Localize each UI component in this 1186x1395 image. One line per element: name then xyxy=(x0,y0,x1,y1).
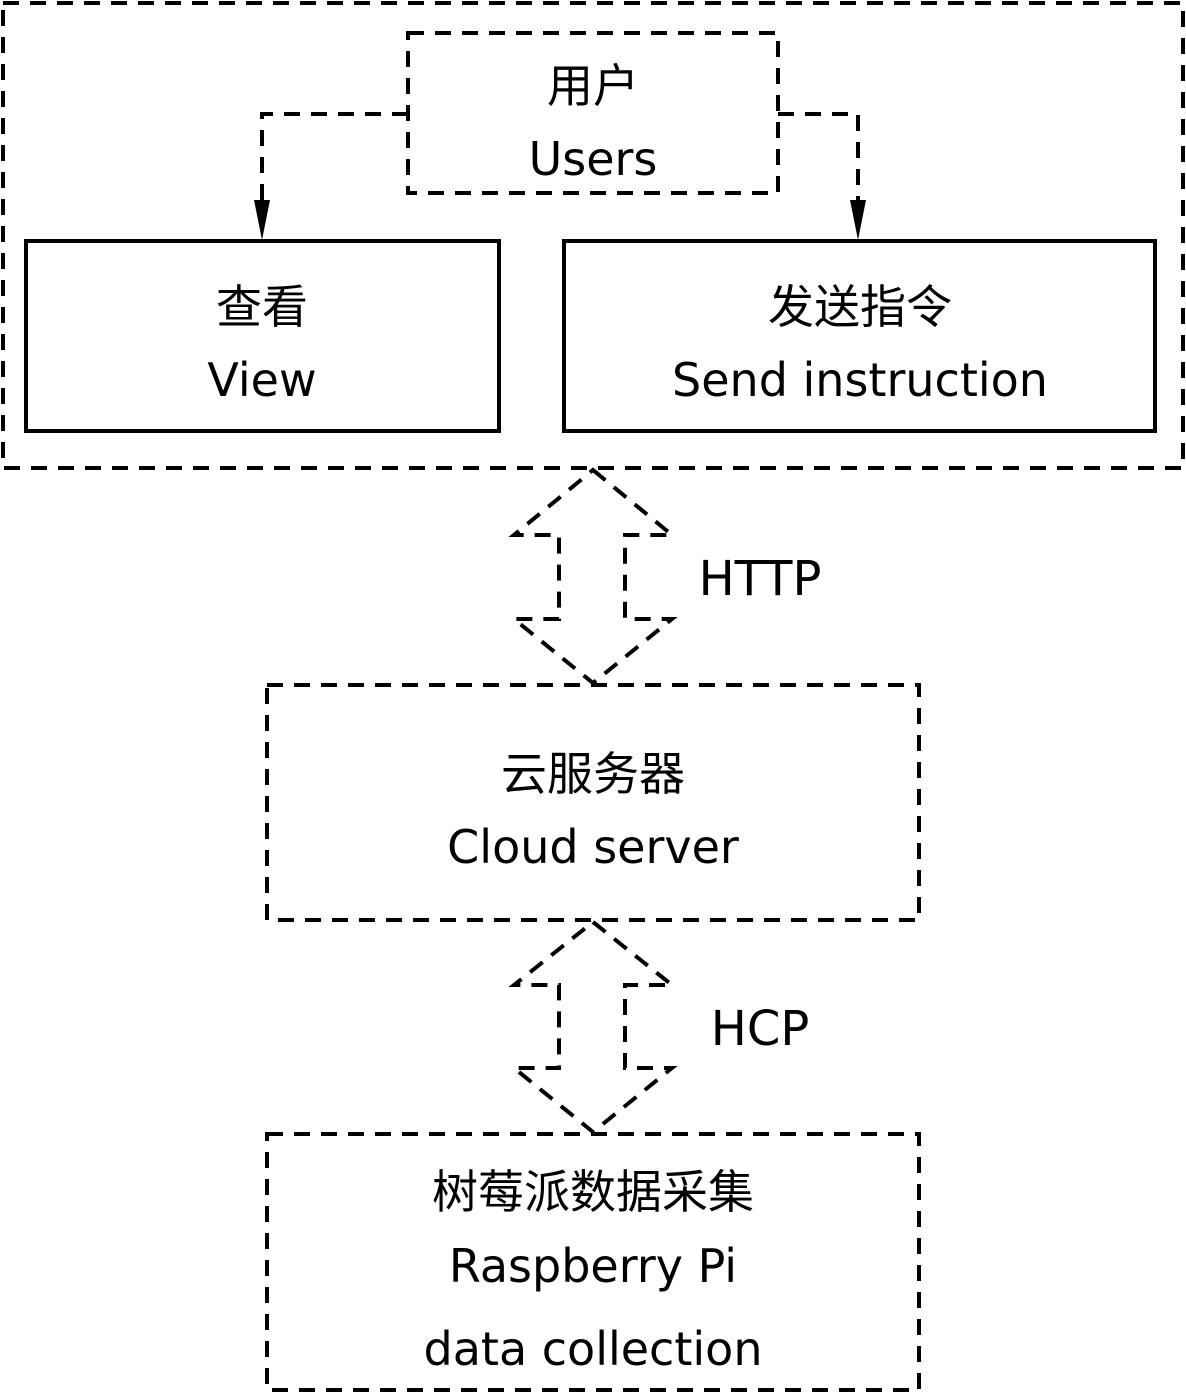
pi-label-zh: 树莓派数据采集 xyxy=(432,1165,754,1219)
send-instruction-node: 发送指令 Send instruction xyxy=(562,239,1157,433)
view-node: 查看 View xyxy=(24,239,501,433)
pi-label-en-line2: data collection xyxy=(424,1322,763,1376)
pi-label-en-line1: Raspberry Pi xyxy=(449,1239,737,1293)
hcp-label: HCP xyxy=(711,1001,810,1057)
arrow-users-to-send xyxy=(778,112,866,240)
users-node: 用户 Users xyxy=(406,31,780,195)
view-label-en: View xyxy=(207,353,316,407)
users-label-en: Users xyxy=(529,132,658,186)
server-label-zh: 云服务器 xyxy=(501,747,685,801)
send-label-zh: 发送指令 xyxy=(768,280,952,334)
view-label-zh: 查看 xyxy=(216,280,308,334)
hcp-double-arrow: HCP xyxy=(508,919,810,1135)
users-label-zh: 用户 xyxy=(547,59,639,113)
http-double-arrow: HTTP xyxy=(508,467,822,686)
arrow-users-to-view xyxy=(254,112,408,240)
http-label: HTTP xyxy=(699,551,822,607)
send-label-en: Send instruction xyxy=(672,353,1048,407)
raspberry-pi-node: 树莓派数据采集 Raspberry Pi data collection xyxy=(265,1132,921,1392)
server-label-en: Cloud server xyxy=(447,820,739,874)
client-group-frame xyxy=(1,1,1185,470)
cloud-server-node: 云服务器 Cloud server xyxy=(265,683,921,922)
